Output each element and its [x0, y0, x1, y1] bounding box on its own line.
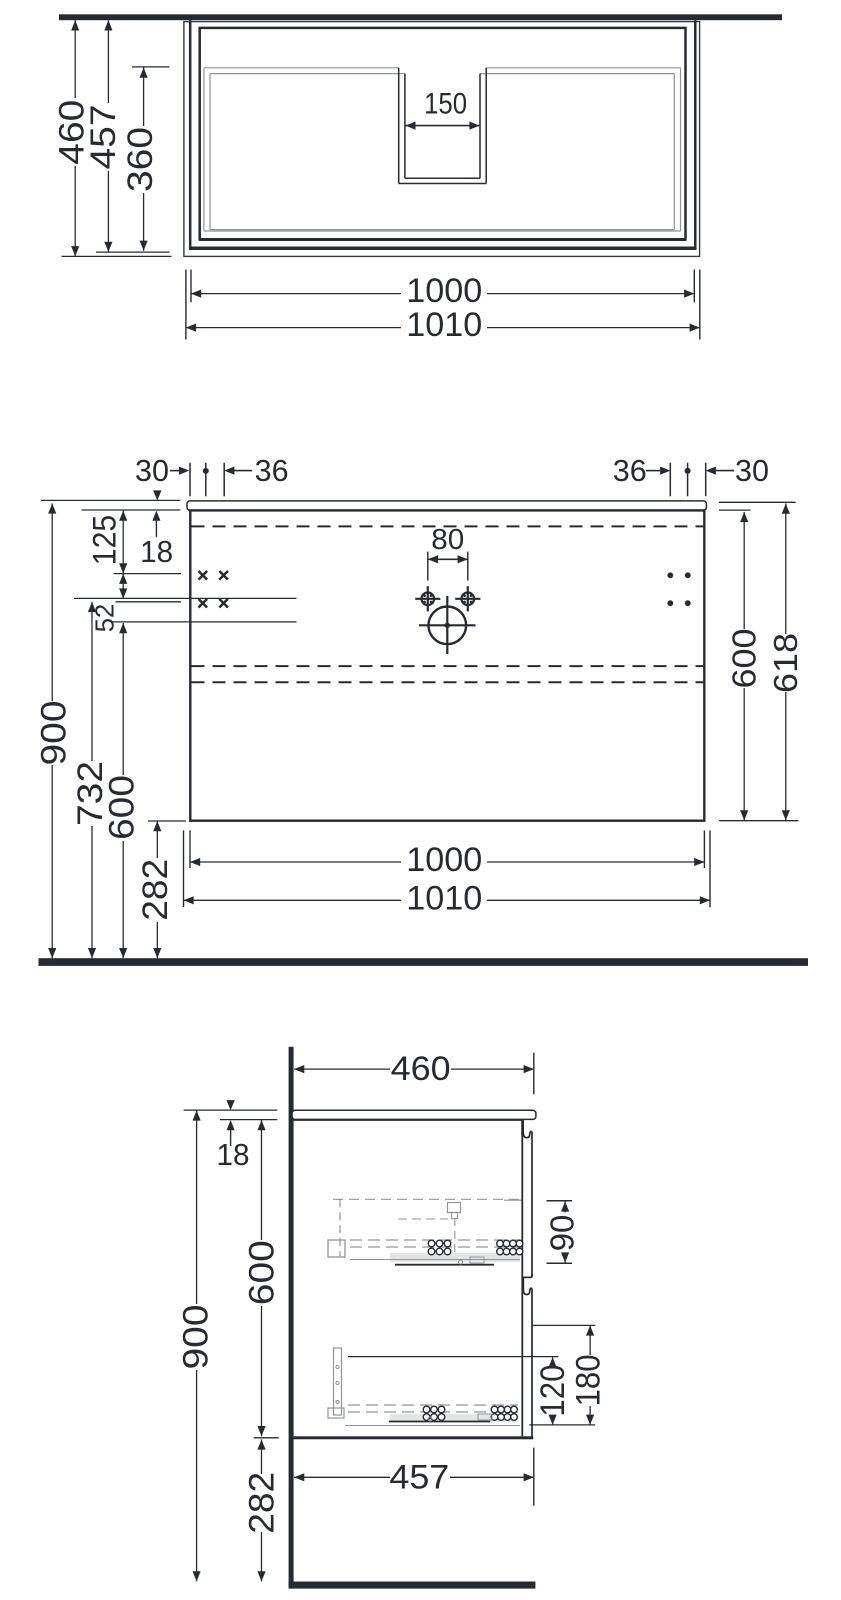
svg-text:36: 36 — [613, 453, 647, 488]
svg-text:732: 732 — [70, 761, 110, 826]
svg-text:1000: 1000 — [406, 272, 482, 310]
svg-text:1000: 1000 — [406, 841, 482, 879]
svg-text:80: 80 — [431, 524, 464, 556]
svg-text:180: 180 — [569, 1354, 607, 1406]
svg-text:1010: 1010 — [406, 306, 482, 344]
svg-text:282: 282 — [135, 859, 175, 921]
svg-text:457: 457 — [83, 105, 123, 170]
svg-text:36: 36 — [255, 453, 289, 488]
svg-text:900: 900 — [176, 1305, 216, 1370]
svg-text:600: 600 — [726, 629, 763, 689]
svg-text:30: 30 — [735, 453, 769, 488]
svg-text:360: 360 — [120, 127, 160, 192]
svg-text:900: 900 — [34, 701, 74, 766]
svg-text:120: 120 — [534, 1365, 572, 1417]
svg-text:150: 150 — [424, 87, 467, 120]
svg-text:125: 125 — [87, 515, 123, 566]
svg-text:600: 600 — [242, 1240, 282, 1305]
svg-text:1010: 1010 — [406, 879, 482, 917]
svg-text:457: 457 — [389, 1458, 449, 1496]
svg-text:90: 90 — [544, 1215, 581, 1252]
svg-text:18: 18 — [140, 534, 173, 569]
svg-text:18: 18 — [217, 1137, 250, 1172]
svg-text:52: 52 — [91, 604, 119, 633]
svg-text:618: 618 — [767, 633, 804, 693]
svg-text:600: 600 — [102, 775, 142, 840]
svg-text:282: 282 — [242, 1472, 282, 1534]
svg-text:460: 460 — [391, 1050, 451, 1088]
svg-text:30: 30 — [135, 453, 169, 488]
svg-text:460: 460 — [52, 100, 92, 165]
